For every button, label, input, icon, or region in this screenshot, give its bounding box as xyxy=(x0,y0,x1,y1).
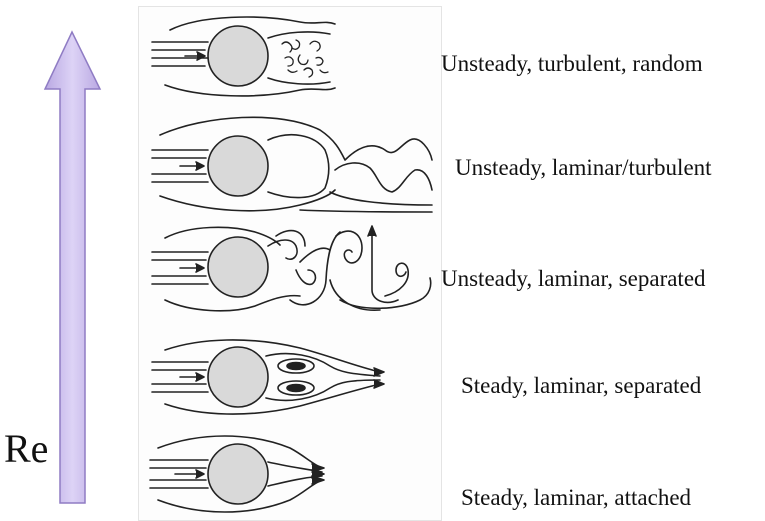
cylinder-2 xyxy=(208,136,268,196)
regime-label-unsteady-separated: Unsteady, laminar, separated xyxy=(441,266,706,292)
cylinder-3 xyxy=(208,237,268,297)
cylinder-1 xyxy=(208,26,268,86)
cylinder-5 xyxy=(208,444,268,504)
sketch-steady-attached xyxy=(150,436,324,512)
sketch-turbulent-random xyxy=(152,17,335,96)
cylinder-4 xyxy=(208,347,268,407)
sketch-steady-separated xyxy=(152,340,384,414)
sketch-unsteady-separated xyxy=(152,226,431,311)
regime-label-laminar-turbulent: Unsteady, laminar/turbulent xyxy=(455,155,712,181)
regime-label-steady-attached: Steady, laminar, attached xyxy=(461,485,691,511)
turbulent-eddies xyxy=(282,40,328,77)
sketch-laminar-turbulent xyxy=(152,117,432,212)
regime-label-steady-separated: Steady, laminar, separated xyxy=(461,373,701,399)
regime-label-turbulent-random: Unsteady, turbulent, random xyxy=(441,51,703,77)
